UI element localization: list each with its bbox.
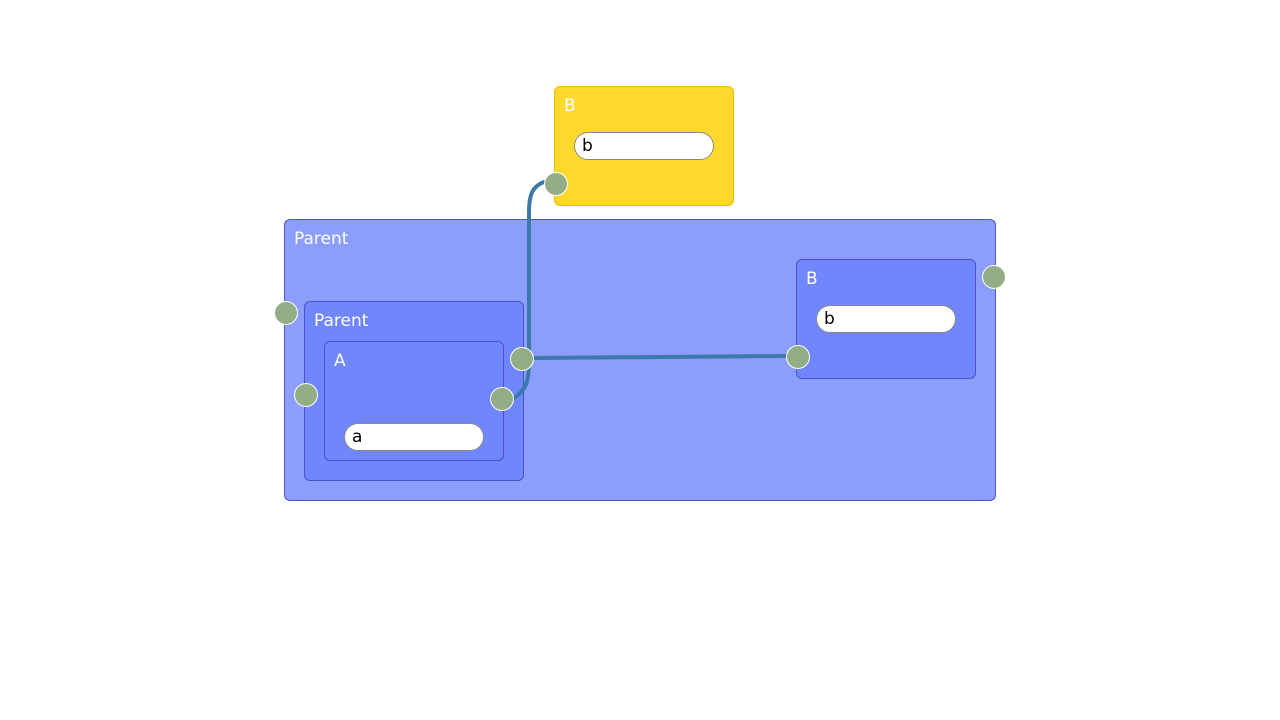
node-a-title: A bbox=[334, 351, 346, 371]
outer-parent-title: Parent bbox=[294, 229, 349, 249]
inner-parent-output-port[interactable] bbox=[510, 347, 534, 371]
node-b-inner-title: B bbox=[806, 269, 818, 289]
node-b-inner[interactable]: B bbox=[796, 259, 976, 379]
node-b-inner-input-port[interactable] bbox=[786, 345, 810, 369]
outer-parent-output-port[interactable] bbox=[982, 265, 1006, 289]
edge-parent-to-b-inner[interactable] bbox=[531, 354, 788, 360]
node-b-inner-field[interactable] bbox=[816, 305, 956, 333]
node-a-output-port[interactable] bbox=[490, 387, 514, 411]
edge-a-to-b-top[interactable] bbox=[512, 180, 546, 400]
inner-parent-input-port[interactable] bbox=[294, 383, 318, 407]
node-b-top-input-port[interactable] bbox=[544, 172, 568, 196]
outer-parent-input-port[interactable] bbox=[274, 301, 298, 325]
node-b-top-title: B bbox=[564, 96, 576, 116]
node-b-top-field[interactable] bbox=[574, 132, 714, 160]
node-b-top[interactable]: B bbox=[554, 86, 734, 206]
node-a-field[interactable] bbox=[344, 423, 484, 451]
node-a[interactable]: A bbox=[324, 341, 504, 461]
inner-parent-title: Parent bbox=[314, 311, 369, 331]
